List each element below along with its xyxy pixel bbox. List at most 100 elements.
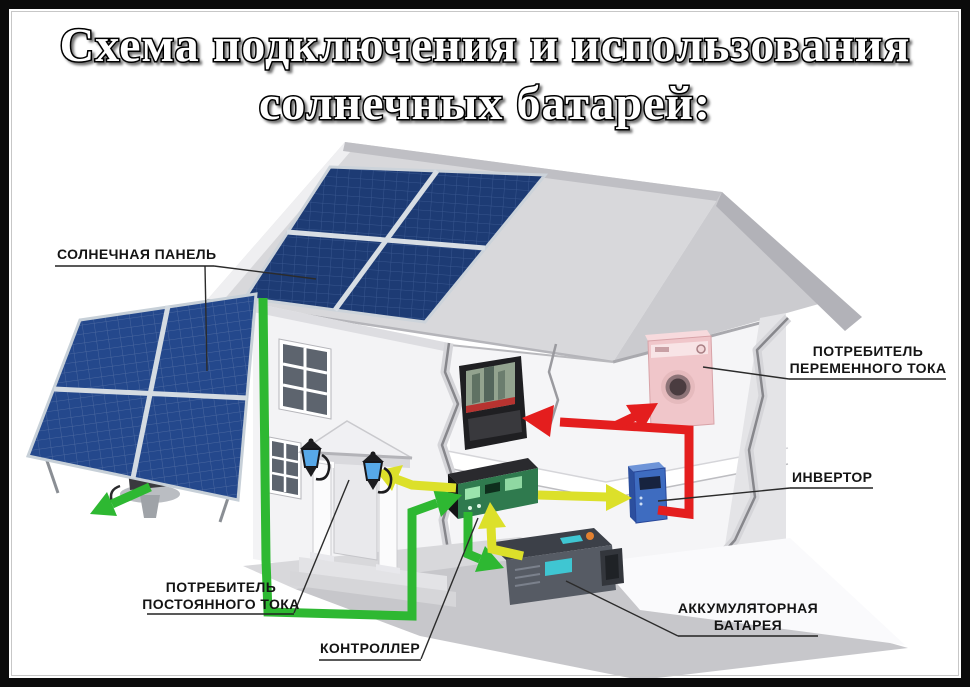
dc-wire-green-arrowheads [90,489,504,572]
dc-load-wire-arrowheads [376,465,632,529]
roof-ridge-trim [343,142,722,201]
upper-window [278,338,332,420]
ground-floor-surface [598,538,905,645]
roof-panel-divider-h [286,229,486,251]
frame-inner-line [11,11,959,676]
wire-controller-to-inverter [537,490,608,502]
washer-dial [696,344,706,354]
label-ac-consumer-line1: ПОТРЕБИТЕЛЬ [813,343,923,359]
controller-top [448,458,538,484]
inverter-screen [639,476,661,490]
battery-vent1 [514,565,541,571]
ac-wire-red [559,411,694,520]
battery-terminal [586,532,594,540]
tv-speaker-grille [468,410,522,441]
lantern-1-bracket [315,453,331,481]
eave-shadow-strip [253,303,449,352]
battery-vent2 [514,573,541,579]
washer-top [645,330,711,341]
roof-solar-panels [242,165,549,324]
yellow-arrow-lantern [376,465,403,491]
controller-terminal1 [465,486,480,500]
label-ac-consumer-line2: ПЕРЕМЕННОГО ТОКА [790,360,947,376]
dc-wire-green [110,297,482,621]
platform-front-face [295,552,908,680]
wire-controller-to-battery [463,512,482,564]
leader-lines [204,265,791,660]
inverter-led2 [639,502,643,506]
wire-battery-to-controller [486,525,524,561]
interior-ceiling-edge [449,344,614,363]
label-solar-panel: СОЛНЕЧНАЯ ПАНЕЛЬ [57,246,217,262]
leader-solar-ground [204,265,208,372]
controller-unit [448,458,538,519]
lantern-1-cap [300,439,322,449]
lantern-2-bracket [377,466,393,494]
ground-panel-frame [25,292,258,502]
controller-led2 [477,504,481,508]
wire-branch-to-washer [613,411,638,431]
ground-solar-array [25,292,258,523]
battery-label-top [560,535,583,544]
tv-screen-building2 [484,366,494,402]
yellow-arrow-controller [478,502,506,529]
washer-display [655,347,669,352]
lantern-1 [300,438,331,481]
label-controller: КОНТРОЛЛЕР [320,640,420,656]
roof-right-overhang [716,192,862,331]
leader-ac-consumer [702,366,790,380]
lantern-2 [362,451,393,494]
leader-battery [565,580,679,637]
label-dc-consumer-line2: ПОСТОЯННОГО ТОКА [142,596,299,612]
inverter-led1 [639,496,643,500]
green-arrow-into-battery [475,546,504,572]
washer-control-panel [651,341,708,358]
label-battery-line2: БАТАРЕЯ [714,617,782,633]
controller-led1 [468,506,472,510]
leader-dc-consumer [293,479,350,614]
washing-machine [645,330,715,430]
tv-screen-building1 [472,373,480,404]
inverter-top [628,462,665,472]
diagram-labels: СОЛНЕЧНАЯ ПАНЕЛЬ ПОТРЕБИТЕЛЬ ПЕРЕМЕННОГО… [55,246,947,661]
page-title-line2: солнечных батарей: [259,77,711,130]
label-dc-consumer-line1: ПОТРЕБИТЕЛЬ [166,579,276,595]
wire-roof-to-controller [258,297,439,621]
lantern-2-bottom [367,480,379,490]
array-leg-right [218,497,230,523]
leader-controller [420,517,479,660]
lantern-2-glass [362,461,384,481]
tv-screen-building3 [498,370,505,400]
controller-slot [485,482,500,494]
tv [459,356,527,450]
leader-inverter [657,487,791,502]
array-pedestal [140,495,160,518]
label-battery-line1: АККУМУЛЯТОРНАЯ [678,600,818,616]
leader-solar-roof [213,265,317,280]
dc-load-wire-yellow [394,474,608,561]
wire-controller-to-lantern [394,474,457,493]
battery-label-front [545,558,572,576]
roof-panel-array [245,167,545,322]
controller-terminal2 [505,476,522,491]
lantern-2-cap [362,452,384,462]
tv-screen-redstrip [466,397,515,413]
label-inverter: ИНВЕРТОР [792,469,872,485]
page-title-line1: Схема подключения и использования [60,19,911,72]
green-arrow-array [90,492,117,516]
ground-panel-array [28,294,256,500]
ground-panel-divider-h [53,386,248,401]
lantern-1-glass [300,448,322,468]
yellow-arrow-inverter [606,484,632,511]
roof-gable-face [613,192,833,362]
green-arrow-into-controller [433,489,462,517]
ac-wire-arrowheads [522,403,658,437]
battery-front [506,545,616,605]
battery-handle-notch [605,554,619,580]
upper-floor-slab-top-edge [431,447,789,483]
roof-panel-frame [242,165,549,324]
